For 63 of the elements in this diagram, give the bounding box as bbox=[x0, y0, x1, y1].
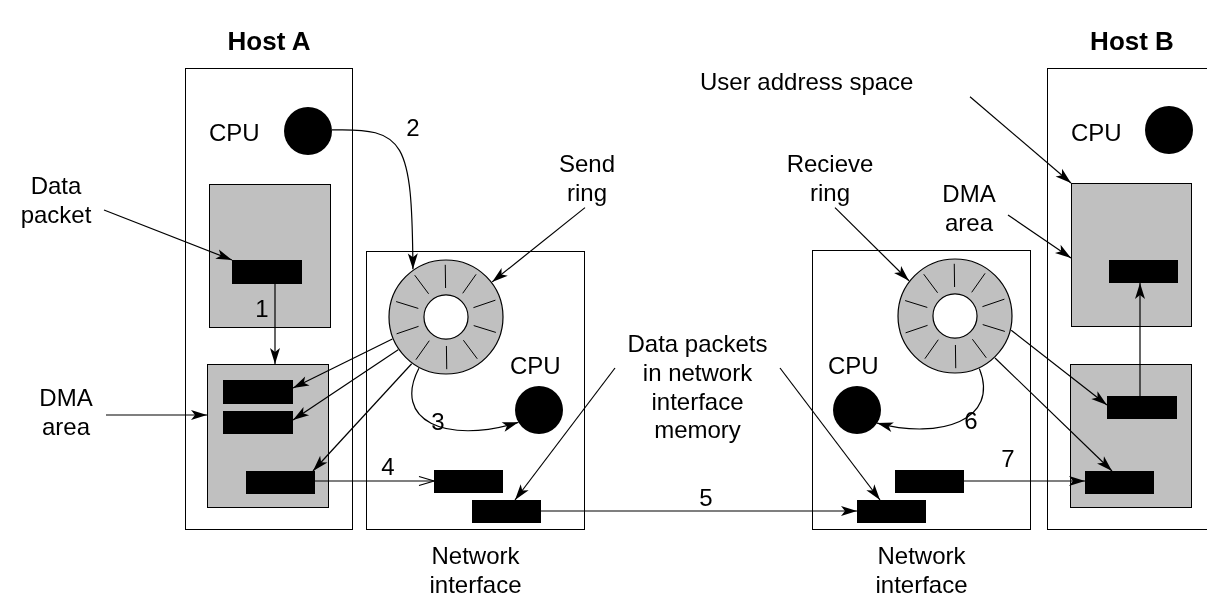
arrow bbox=[270, 283, 280, 365]
callout-text: Data packet bbox=[8, 172, 104, 230]
data-packet-bar bbox=[472, 500, 541, 523]
arrow bbox=[314, 475, 435, 487]
cpu-label: CPU bbox=[510, 352, 561, 381]
cpu-circle bbox=[284, 107, 332, 155]
step-number: 2 bbox=[406, 113, 420, 143]
arrow bbox=[540, 506, 858, 516]
leader-line bbox=[834, 207, 910, 282]
leader-line bbox=[779, 367, 881, 501]
callout-text: User address space bbox=[700, 68, 970, 97]
step-number: 5 bbox=[699, 483, 713, 513]
cpu-label: CPU bbox=[828, 352, 879, 381]
arrow bbox=[1010, 329, 1108, 406]
memory-area bbox=[209, 184, 331, 328]
data-packet-bar bbox=[1107, 396, 1177, 419]
arrow bbox=[963, 476, 1086, 486]
arrow bbox=[312, 363, 413, 472]
data-packet-bar bbox=[232, 260, 302, 284]
cpu-label: CPU bbox=[1071, 119, 1122, 148]
data-packet-bar bbox=[434, 470, 503, 493]
step-number: 6 bbox=[964, 406, 978, 436]
cpu-label: CPU bbox=[209, 119, 260, 148]
data-packet-bar bbox=[223, 411, 293, 434]
arrow bbox=[994, 357, 1113, 472]
arrow bbox=[292, 349, 399, 421]
callout-text: DMA area bbox=[26, 384, 106, 442]
memory-area bbox=[1070, 364, 1192, 508]
cpu-circle bbox=[515, 386, 563, 434]
data-packet-bar bbox=[246, 471, 315, 494]
memory-area bbox=[207, 364, 329, 508]
arrow bbox=[292, 338, 393, 389]
data-packet-bar bbox=[857, 500, 926, 523]
leader-line bbox=[103, 209, 233, 261]
step-number: 7 bbox=[1001, 444, 1015, 474]
host-title: Host B bbox=[1089, 26, 1175, 58]
data-packet-bar bbox=[1109, 260, 1178, 283]
callout-text: Data packets in network interface memory bbox=[615, 330, 780, 446]
data-packet-bar bbox=[895, 470, 964, 493]
step-number: 4 bbox=[381, 452, 395, 482]
arrow bbox=[876, 368, 984, 432]
leader-line bbox=[969, 96, 1072, 184]
data-packet-bar bbox=[223, 380, 293, 404]
arrow bbox=[1135, 282, 1145, 397]
callout-text: Send ring bbox=[552, 150, 622, 208]
leader-line bbox=[491, 207, 586, 283]
network-interface-label: Network interface bbox=[428, 542, 523, 600]
data-packet-bar bbox=[1085, 471, 1154, 494]
memory-area bbox=[1071, 183, 1192, 327]
callout-text: Recieve ring bbox=[780, 150, 880, 208]
network-interface-label: Network interface bbox=[874, 542, 969, 600]
leader-line bbox=[514, 367, 616, 501]
ring-buffer-drawing bbox=[388, 259, 504, 375]
ring-buffer-drawing bbox=[897, 258, 1013, 374]
leader-line bbox=[1007, 214, 1072, 259]
cpu-circle bbox=[833, 386, 881, 434]
step-number: 1 bbox=[255, 294, 269, 324]
callout-text: DMA area bbox=[930, 180, 1008, 238]
leader-line bbox=[105, 410, 208, 420]
host-title: Host A bbox=[226, 26, 312, 58]
arrow bbox=[331, 129, 418, 270]
arrow bbox=[411, 367, 519, 432]
cpu-circle bbox=[1145, 106, 1193, 154]
